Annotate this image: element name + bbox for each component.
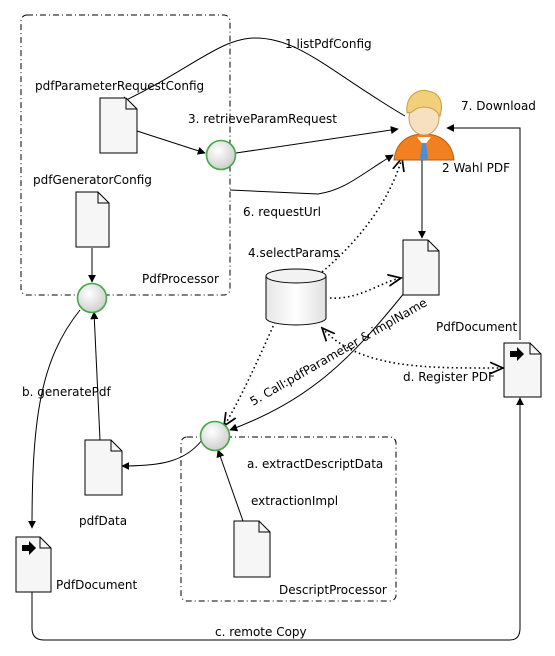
label-register-pdf: d. Register PDF xyxy=(403,370,495,384)
edge-register-pdf xyxy=(322,328,503,368)
extraction-impl-doc xyxy=(233,520,271,578)
edge-node-to-pdfdata xyxy=(121,439,203,470)
edge-remote-copy xyxy=(31,397,524,641)
label-pdf-document-remote: PdfDocument xyxy=(436,320,518,334)
label-pdf-document-local: PdfDocument xyxy=(56,578,138,592)
edge-db-to-node xyxy=(224,321,276,426)
label-pdf-generator-config: pdfGeneratorConfig xyxy=(33,173,152,187)
process-node-retrieve xyxy=(205,139,237,171)
label-extract-descript-data: a. extractDescriptData xyxy=(247,457,383,471)
label-pdf-data: pdfData xyxy=(79,514,127,528)
edge-download xyxy=(446,124,521,340)
edge-call-pdf-parameter xyxy=(229,291,406,432)
edge-request-url xyxy=(229,154,394,195)
edge-pdfdata-to-node xyxy=(90,311,101,441)
edge-db-to-params-doc xyxy=(329,278,401,299)
edge-retrieve-param-request xyxy=(235,126,399,154)
edge-list-pdf-config xyxy=(119,37,406,117)
label-wahl-pdf: 2 Wahl PDF xyxy=(442,161,510,175)
pdf-document-remote-doc xyxy=(503,342,542,398)
arrow-right-icon xyxy=(22,541,36,555)
label-list-pdf-config: 1.listPdfConfig xyxy=(285,37,372,51)
pdf-generator-config-doc xyxy=(75,191,110,248)
label-pdf-parameter-request-config: pdfParameterRequestConfig xyxy=(35,79,204,93)
descript-processor-container: DescriptProcessor xyxy=(180,436,397,602)
pdf-data-doc xyxy=(84,439,123,496)
database-icon xyxy=(265,268,327,326)
pdf-processor-container: PdfProcessor xyxy=(20,14,231,296)
label-request-url: 6. requestUrl xyxy=(243,205,321,219)
edge-select-params-to-person xyxy=(321,158,402,273)
pdf-parameter-request-config-doc xyxy=(99,97,138,154)
process-node-extract xyxy=(199,420,231,452)
user-person-icon xyxy=(393,89,455,161)
label-generate-pdf: b. generatePdf xyxy=(22,385,111,399)
label-remote-copy: c. remote Copy xyxy=(215,625,307,639)
edge-param-config-to-node xyxy=(136,130,206,155)
process-node-generate xyxy=(76,282,108,314)
pdf-document-local-doc xyxy=(15,536,52,593)
label-download: 7. Download xyxy=(461,99,536,113)
pdf-processor-label: PdfProcessor xyxy=(142,272,219,286)
label-select-params: 4.selectParams xyxy=(248,246,339,260)
label-retrieve-param-request: 3. retrieveParamRequest xyxy=(188,112,337,126)
edge-extraction-to-node xyxy=(216,449,244,522)
params-doc xyxy=(402,239,440,296)
label-extraction-impl: extractionImpl xyxy=(251,494,338,508)
descript-processor-label: DescriptProcessor xyxy=(279,583,387,597)
edge-generate-pdf xyxy=(28,309,81,529)
arrow-right-icon xyxy=(510,347,524,361)
